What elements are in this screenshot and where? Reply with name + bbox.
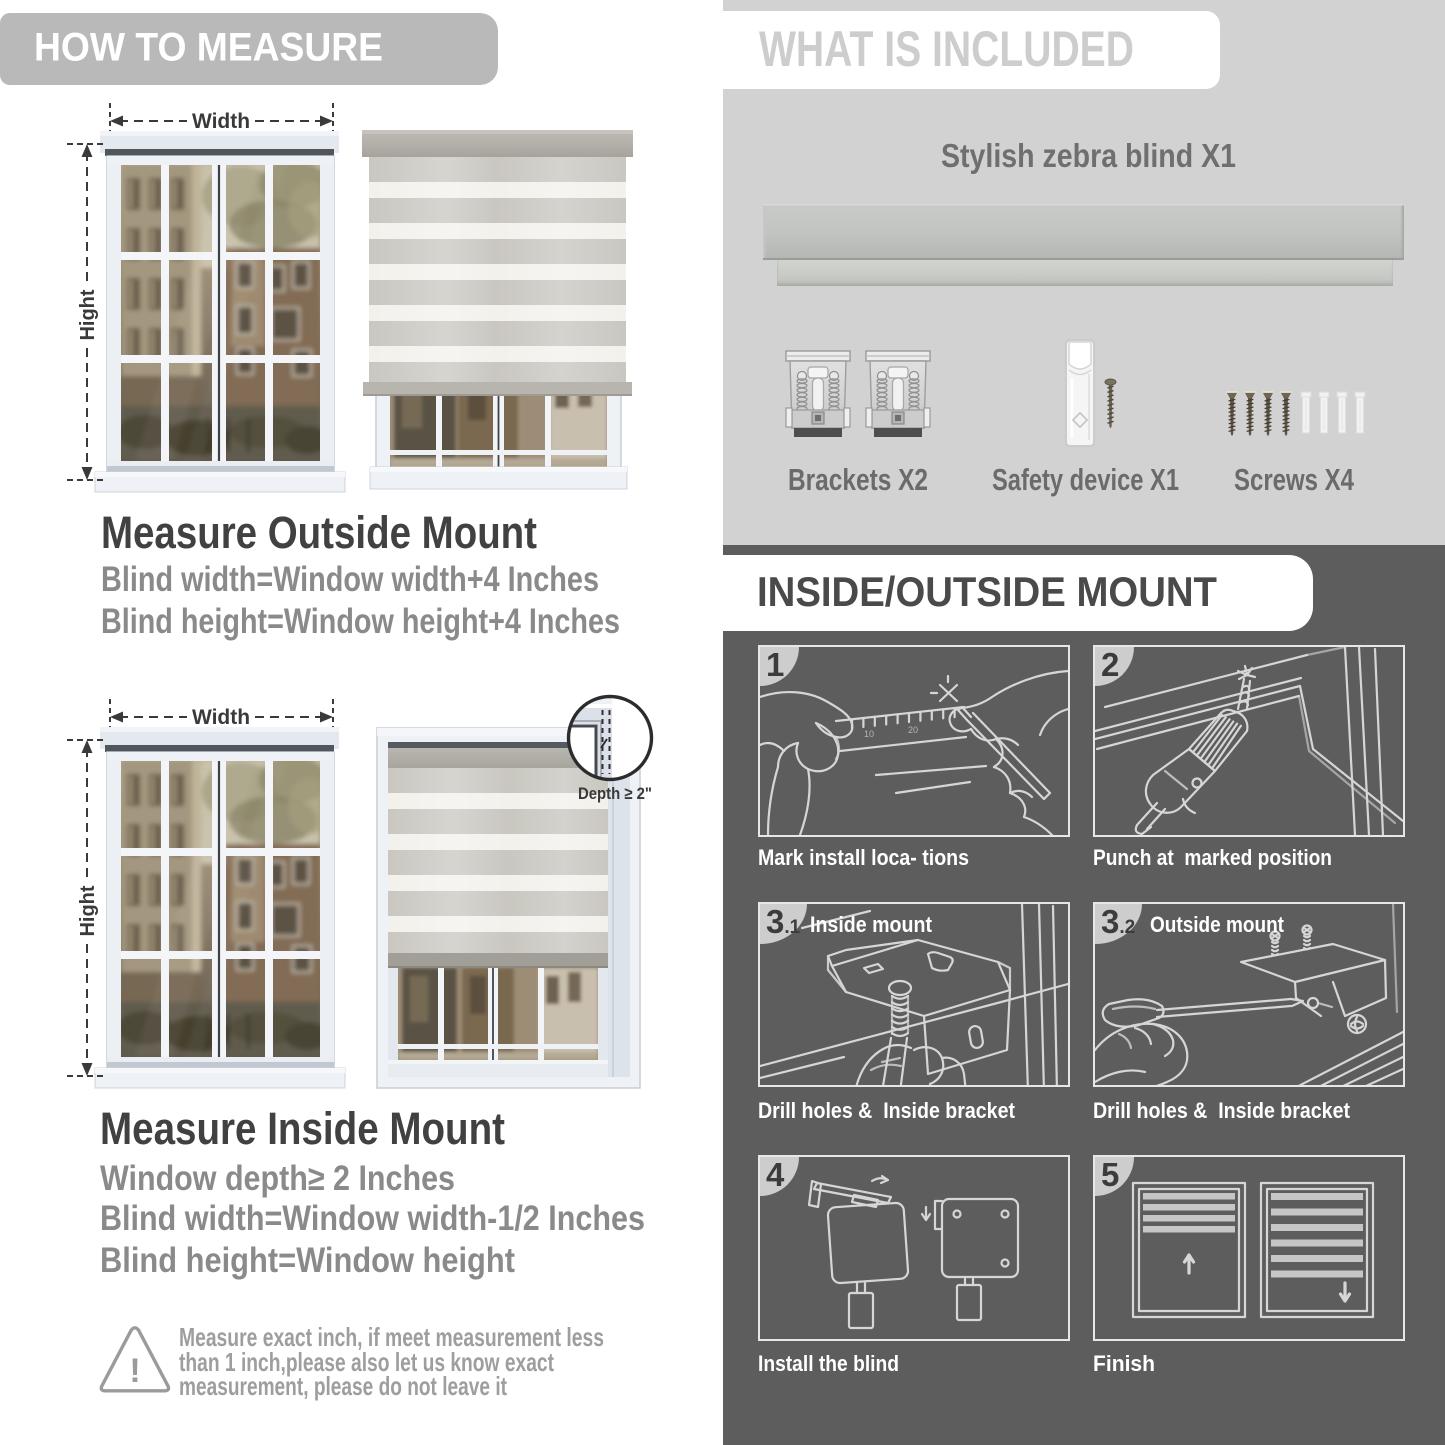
svg-text:Hight: Hight xyxy=(77,885,99,936)
svg-text:20: 20 xyxy=(908,725,918,735)
svg-text:Width: Width xyxy=(192,110,250,133)
svg-text:Width: Width xyxy=(192,706,250,729)
svg-text:!: ! xyxy=(129,1352,140,1390)
svg-text:Hight: Hight xyxy=(77,289,99,340)
svg-text:10: 10 xyxy=(864,729,874,739)
